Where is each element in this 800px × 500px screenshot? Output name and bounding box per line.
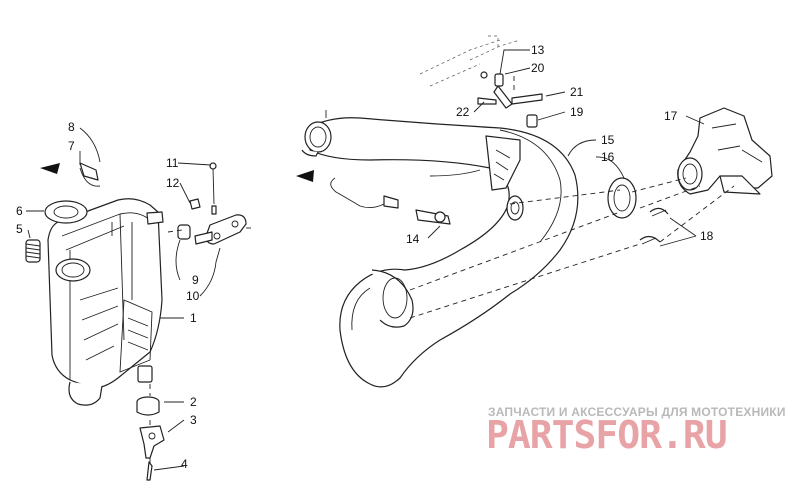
callout-20: 20 <box>531 61 545 75</box>
header-pipe <box>301 110 579 388</box>
callout-18: 18 <box>700 229 714 243</box>
callout-21: 21 <box>570 85 584 99</box>
callout-1: 1 <box>190 311 197 325</box>
callout-6: 6 <box>16 204 23 218</box>
callout-19: 19 <box>570 105 584 119</box>
o2-sensor <box>330 177 451 225</box>
callout-13: 13 <box>531 43 545 57</box>
callout-7: 7 <box>68 139 75 153</box>
callout-16: 16 <box>601 150 615 164</box>
callout-11: 11 <box>166 156 179 170</box>
gasket-16 <box>607 177 637 219</box>
pointer-arrow-left <box>40 163 60 174</box>
bolt-4 <box>146 461 153 481</box>
pointer-arrow-right <box>296 170 314 182</box>
callout-3: 3 <box>190 413 197 427</box>
spring-5 <box>25 239 41 263</box>
callout-22: 22 <box>456 105 470 119</box>
callout-9: 9 <box>192 273 199 287</box>
isolator-9 <box>177 224 213 245</box>
assembly-lines <box>149 76 735 464</box>
bolt-11 <box>209 162 217 215</box>
watermark-brand: PARTSFOR.RU <box>486 413 727 457</box>
callout-2: 2 <box>190 395 197 409</box>
callout-8: 8 <box>68 120 75 134</box>
callout-17: 17 <box>664 109 678 123</box>
callout-14: 14 <box>406 232 420 246</box>
grommet-6 <box>44 200 88 224</box>
grommet-2 <box>136 396 160 416</box>
callout-12: 12 <box>166 176 180 190</box>
callout-15: 15 <box>601 133 615 147</box>
washer-12 <box>189 198 201 210</box>
springs-18 <box>639 207 669 245</box>
leader-lines <box>26 49 705 471</box>
callout-10: 10 <box>186 289 200 303</box>
callout-5: 5 <box>16 222 23 236</box>
clip-7 <box>79 162 101 187</box>
sensor-bung <box>506 195 524 221</box>
support-bracket <box>419 35 543 128</box>
muffler <box>47 198 164 406</box>
bracket-3 <box>139 425 165 459</box>
exhaust-manifold <box>677 107 773 195</box>
callout-4: 4 <box>181 457 188 471</box>
watermark-tagline: ЗАПЧАСТИ И АКСЕССУАРЫ ДЛЯ МОТОТЕХНИКИ <box>488 405 786 419</box>
